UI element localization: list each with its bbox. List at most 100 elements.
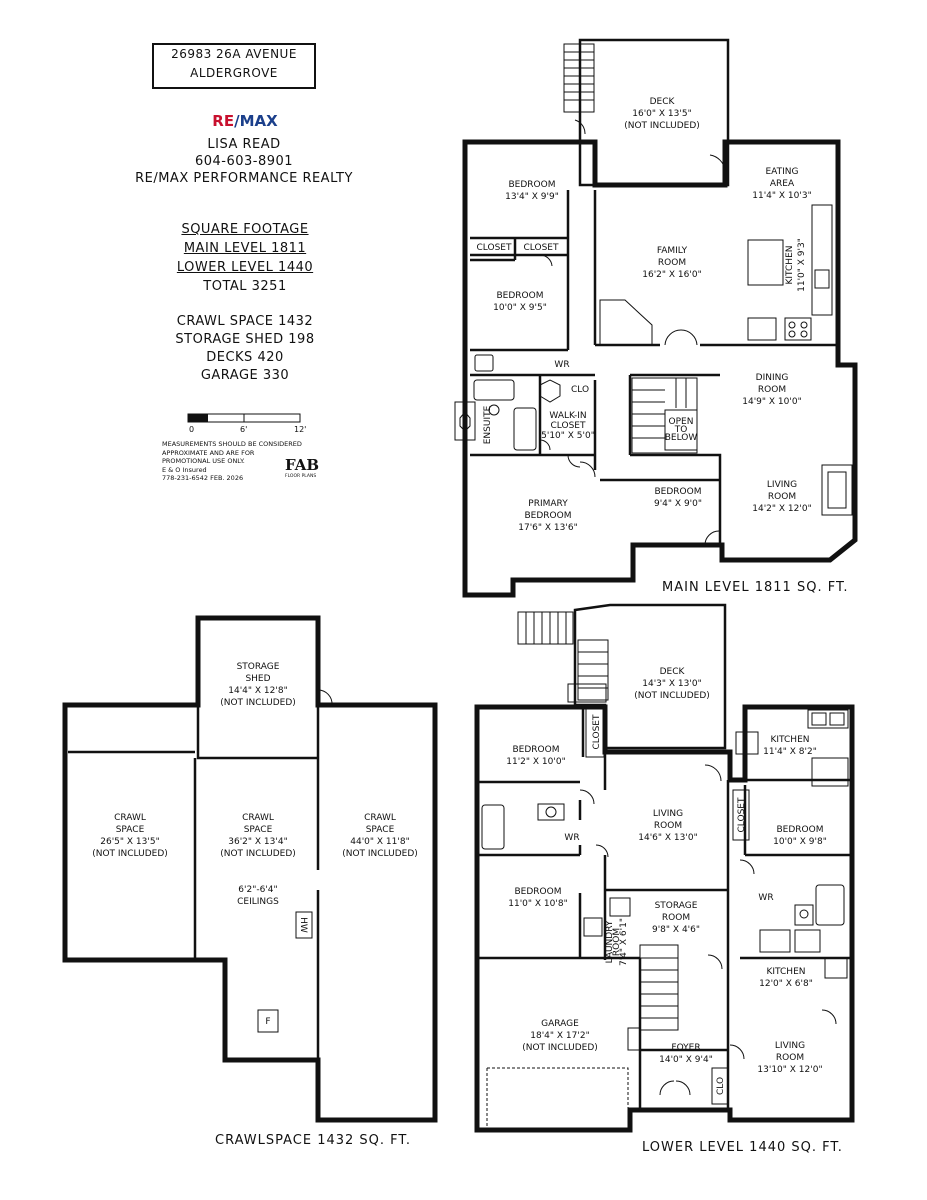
lower-closet-2-box bbox=[732, 789, 750, 841]
scale-tick-6: 6' bbox=[240, 425, 247, 434]
square-footage-block: SQUARE FOOTAGE MAIN LEVEL 1811 LOWER LEV… bbox=[150, 220, 340, 296]
crawl-hw-label: HW bbox=[298, 917, 308, 933]
square-footage-main: MAIN LEVEL 1811 bbox=[183, 241, 307, 256]
disclaimer-line-5: 778-231-6542 FEB. 2026 bbox=[162, 474, 244, 482]
agent-name: LISA READ bbox=[207, 137, 281, 152]
lower-closet-box bbox=[585, 706, 605, 758]
crawl-door bbox=[317, 689, 333, 706]
scale-bar: 0 6' 12' bbox=[187, 413, 306, 434]
lower-closet-1-label: CLOSET bbox=[592, 714, 602, 749]
main-closet-2-label: CLOSET bbox=[524, 243, 559, 253]
disclaimer-line-2: APPROXIMATE AND ARE FOR bbox=[162, 448, 255, 457]
address-line-2: ALDERGROVE bbox=[190, 66, 278, 80]
scale-tick-0: 0 bbox=[189, 425, 194, 434]
extra-decks: DECKS 420 bbox=[206, 350, 284, 365]
main-clo-label: CLO bbox=[571, 385, 589, 395]
disclaimer: MEASUREMENTS SHOULD BE CONSIDERED APPROX… bbox=[162, 440, 337, 483]
disclaimer-line-4: E & O Insured bbox=[162, 465, 207, 474]
square-footage-heading: SQUARE FOOTAGE bbox=[181, 222, 309, 237]
address-line-1: 26983 26A AVENUE bbox=[171, 47, 297, 61]
scale-tick-12: 12' bbox=[294, 425, 306, 434]
lower-garage-door bbox=[486, 1067, 629, 1130]
crawl-interior-walls bbox=[68, 705, 320, 1060]
address-box: 26983 26A AVENUE ALDERGROVE bbox=[152, 43, 316, 89]
remax-logo-re: RE bbox=[212, 112, 235, 130]
lower-clo-label: CLO bbox=[716, 1077, 726, 1095]
main-level-label: MAIN LEVEL 1811 SQ. FT. bbox=[662, 580, 849, 595]
crawl-hot-water-tank bbox=[295, 911, 313, 939]
main-wr-label: WR bbox=[554, 360, 569, 370]
disclaimer-line-3: PROMOTIONAL USE ONLY. bbox=[162, 457, 245, 465]
main-ensuite-label: ENSUITE bbox=[483, 405, 493, 444]
agent-phone: 604-603-8901 bbox=[194, 154, 294, 169]
crawlspace-label: CRAWLSPACE 1432 SQ. FT. bbox=[215, 1133, 411, 1148]
lower-doors bbox=[579, 764, 837, 1096]
main-bath-fixtures bbox=[454, 354, 561, 451]
lower-garage-step bbox=[627, 1027, 641, 1051]
extra-garage: GARAGE 330 bbox=[200, 368, 290, 383]
main-stairs bbox=[631, 377, 698, 454]
fab-logo-sub: FLOOR PLANS bbox=[285, 474, 317, 479]
lower-stairs bbox=[639, 944, 679, 1031]
lower-clo-box bbox=[711, 1067, 729, 1105]
lower-level-label: LOWER LEVEL 1440 SQ. FT. bbox=[642, 1140, 843, 1155]
lower-laundry-room-label: LAUNDRYROOM7'4" X 6'1" bbox=[605, 918, 629, 966]
extra-shed: STORAGE SHED 198 bbox=[175, 332, 315, 347]
extra-areas-block: CRAWL SPACE 1432 STORAGE SHED 198 DECKS … bbox=[150, 313, 340, 385]
crawl-f-label: F bbox=[265, 1017, 270, 1027]
lower-exterior-walls bbox=[474, 704, 855, 1133]
main-deck-stairs bbox=[563, 43, 595, 113]
square-footage-lower: LOWER LEVEL 1440 bbox=[176, 260, 314, 275]
lower-bath-fixtures bbox=[481, 803, 845, 926]
remax-logo-max: /MAX bbox=[234, 112, 278, 130]
extra-crawl: CRAWL SPACE 1432 bbox=[176, 314, 314, 329]
lower-kitchen-fixtures bbox=[735, 709, 849, 979]
main-exterior-walls bbox=[462, 139, 858, 598]
main-fireplaces bbox=[599, 299, 853, 516]
main-doors bbox=[539, 119, 726, 546]
lower-wr-2-label: WR bbox=[758, 893, 773, 903]
agent-block: LISA READ 604-603-8901 RE/MAX PERFORMANC… bbox=[108, 136, 380, 187]
fab-logo-name: FAB bbox=[285, 456, 320, 474]
crawl-ceilings-label: 6'2"-6'4"CEILINGS bbox=[237, 885, 279, 907]
disclaimer-line-1: MEASUREMENTS SHOULD BE CONSIDERED bbox=[162, 440, 302, 448]
square-footage-total: TOTAL 3251 bbox=[203, 279, 287, 294]
main-kitchen-fixtures bbox=[747, 204, 833, 341]
lower-deck-stairs bbox=[517, 611, 609, 703]
main-closet-1-label: CLOSET bbox=[477, 243, 512, 253]
fab-logo: FAB FLOOR PLANS bbox=[285, 456, 319, 479]
lower-closet-2-label: CLOSET bbox=[737, 797, 747, 832]
lower-wr-1-label: WR bbox=[564, 833, 579, 843]
